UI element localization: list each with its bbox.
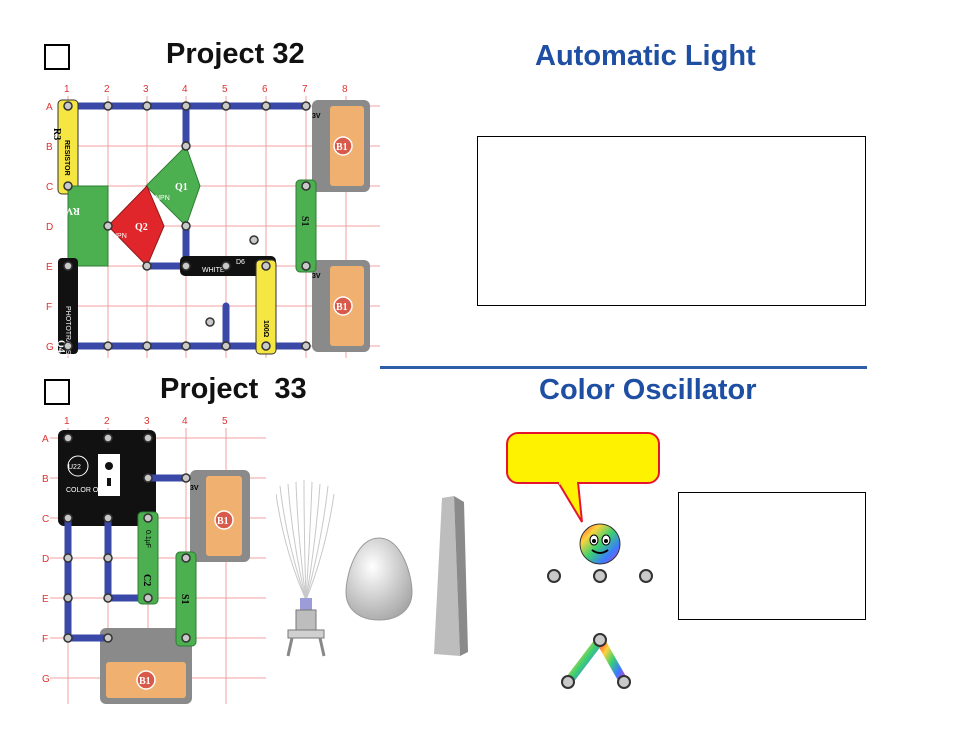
grid-row-label: D xyxy=(46,222,53,233)
r1-resistor xyxy=(255,259,277,355)
grid-column-label: 3 xyxy=(143,84,149,95)
grid-column-label: 7 xyxy=(302,84,308,95)
project-33-checkbox[interactable] xyxy=(44,379,70,405)
grid-column-label: 3 xyxy=(144,416,150,427)
project-33-title: Project 33 xyxy=(160,373,307,405)
project-33-circuit-diagram: 1 2 3 4 5 A B C D E F G U22 COLOR ORGAN … xyxy=(42,416,266,704)
rv-label: RV xyxy=(65,205,80,216)
rv-variable-resistor xyxy=(67,185,109,267)
grid-row-label: F xyxy=(46,302,52,313)
grid-row-label: G xyxy=(42,674,50,685)
r3-type: RESISTOR xyxy=(63,140,70,176)
grid-row-label: A xyxy=(46,102,53,113)
grid-column-label: 2 xyxy=(104,84,110,95)
q4-label: Q4 xyxy=(55,340,66,353)
s1-label: S1 xyxy=(299,216,310,227)
project-33-subtitle: Color Oscillator xyxy=(539,374,757,406)
b1-label: B1 xyxy=(336,142,348,153)
q2-type: NPN xyxy=(112,233,127,240)
project-32-subtitle: Automatic Light xyxy=(535,40,756,72)
stick-figure-mascot xyxy=(547,523,653,689)
grid-column-label: 6 xyxy=(262,84,268,95)
section-divider xyxy=(380,366,867,369)
b1-label: B1 xyxy=(217,516,229,527)
grid-row-label: F xyxy=(42,634,48,645)
c2-capacitor xyxy=(137,511,159,605)
project-32-text-box xyxy=(477,136,866,306)
q1-type: NPN xyxy=(155,195,170,202)
s1-slide-switch xyxy=(175,551,197,647)
q4-phototransistor xyxy=(58,258,78,354)
s1-slide-switch xyxy=(295,179,317,273)
grid-row-label: B xyxy=(46,142,53,153)
project-33-text-box xyxy=(678,492,866,620)
grid-row-label: G xyxy=(46,342,54,353)
s1-label: S1 xyxy=(179,594,190,605)
b1-label: B1 xyxy=(139,676,151,687)
r3-label: R3 xyxy=(51,128,62,140)
grid-row-label: E xyxy=(46,262,53,273)
grid-column-label: 5 xyxy=(222,416,228,427)
grid-column-label: 8 xyxy=(342,84,348,95)
grid-column-label: 1 xyxy=(64,416,70,427)
b1-label: B1 xyxy=(336,302,348,313)
d6-color: WHITE xyxy=(202,267,225,274)
b1-voltage: 3V xyxy=(190,485,199,492)
egg-diffuser-image xyxy=(345,537,413,621)
prism-image xyxy=(434,496,468,656)
grid-row-label: D xyxy=(42,554,49,565)
b1-voltage: 3V xyxy=(312,273,321,280)
q4-type: PHOTOTRANSISTOR xyxy=(64,306,71,360)
fiber-optic-tree-image xyxy=(276,480,335,657)
speech-bubble xyxy=(506,432,660,484)
r1-value: 100Ω xyxy=(262,320,269,338)
grid-row-label: C xyxy=(46,182,53,193)
grid-row-label: C xyxy=(42,514,49,525)
project-32-circuit-diagram: 1 2 3 4 5 6 7 8 A B C D E F G B1 3V B1 3… xyxy=(46,84,380,360)
grid-row-label: E xyxy=(42,594,49,605)
b1-voltage: 3V xyxy=(312,113,321,120)
grid-row-label: A xyxy=(42,434,49,445)
u22-label: U22 xyxy=(68,464,81,471)
grid-column-label: 4 xyxy=(182,416,188,427)
grid-column-label: 4 xyxy=(182,84,188,95)
c2-value: 0.1μF xyxy=(144,530,151,548)
speech-bubble-tail xyxy=(556,482,583,523)
grid-column-label: 5 xyxy=(222,84,228,95)
c2-label: C2 xyxy=(141,574,152,586)
project-32-checkbox[interactable] xyxy=(44,44,70,70)
grid-row-label: B xyxy=(42,474,49,485)
q2-label: Q2 xyxy=(135,222,148,233)
project-32-title: Project 32 xyxy=(166,38,305,70)
grid-column-label: 2 xyxy=(104,416,110,427)
grid-column-label: 1 xyxy=(64,84,70,95)
q1-label: Q1 xyxy=(175,182,188,193)
d6-label: D6 xyxy=(236,259,245,266)
u22-name: COLOR ORGAN xyxy=(66,487,119,494)
